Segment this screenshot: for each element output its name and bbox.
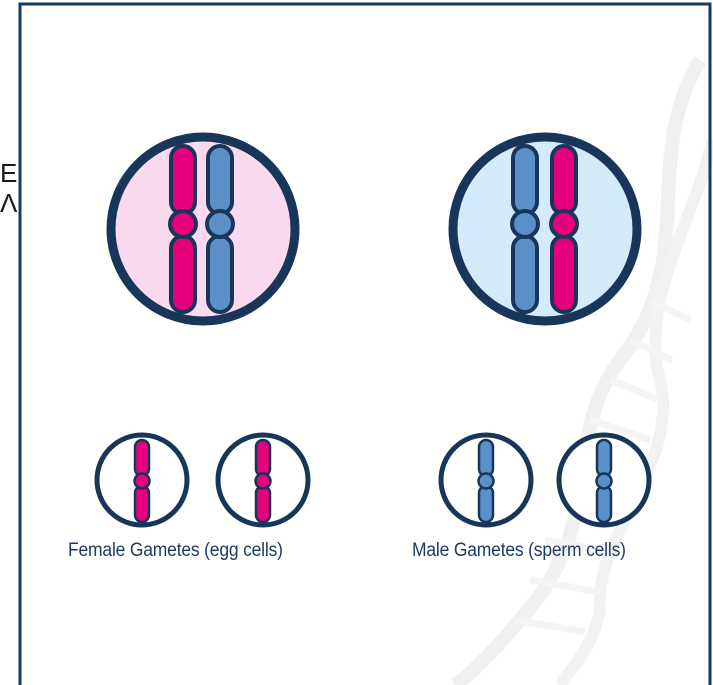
female-parent-cell [111,137,295,321]
chromosome-magenta [170,146,196,312]
female-gamete [97,435,187,525]
female-gamete [218,435,308,525]
chromosome-blue [512,146,538,312]
female-gametes-caption: Female Gametes (egg cells) [68,540,283,562]
chromosome-blue [207,146,233,312]
male-gametes-caption: Male Gametes (sperm cells) [412,540,626,562]
male-gamete [559,435,649,525]
male-parent-cell [453,137,637,321]
chromosome-magenta [551,146,577,312]
male-gamete [441,435,531,525]
